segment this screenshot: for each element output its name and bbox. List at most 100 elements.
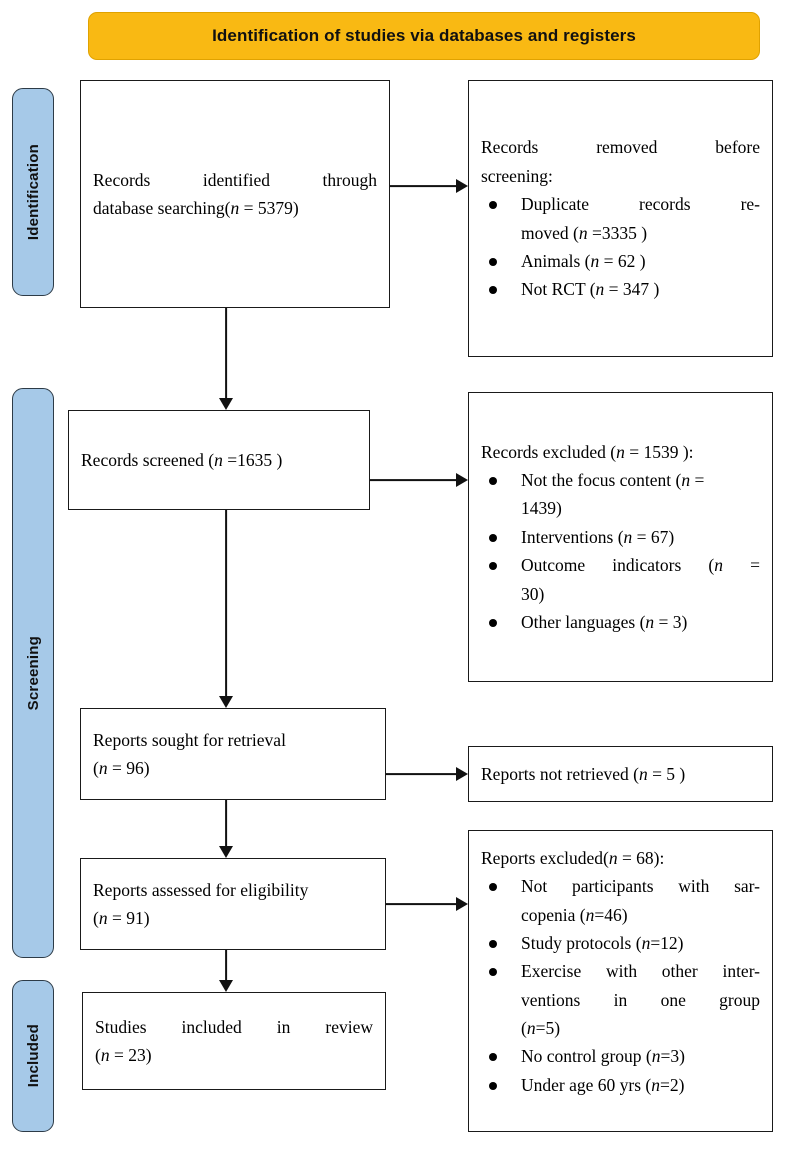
arrow-shaft: [386, 903, 456, 905]
n-symbol: n: [616, 441, 625, 462]
n-symbol: n: [590, 250, 600, 271]
not-rct-text: Not RCT (: [521, 279, 596, 300]
not-rct-count: = 347 ): [604, 279, 660, 300]
box-reports-sought-for-retrieval: Reports sought for retrieval (n = 96): [80, 708, 386, 800]
reports-assessed-line-1: Reports assessed for eligibility: [93, 879, 309, 900]
arrow-sought-to-assessed: [218, 800, 234, 858]
records-excluded-text: Records excluded (: [481, 441, 617, 462]
n-symbol: n: [230, 198, 240, 218]
arrow-shaft: [225, 308, 227, 398]
reports-sought-line-2: (n = 96): [93, 754, 373, 782]
records-removed-list: Duplicate records re- moved (n =3335 ) A…: [481, 190, 760, 303]
stage-label-screening: Screening: [24, 635, 42, 711]
box-records-excluded: Records excluded (n = 1539 ): Not the fo…: [468, 392, 773, 682]
reports-not-retrieved-line-1: Reports not retrieved (n = 5 ): [481, 760, 760, 788]
arrow-assessed-to-excluded: [386, 896, 468, 912]
not-focus-content-text: Not the focus content (: [521, 470, 682, 491]
not-participants-count: =46): [594, 904, 628, 925]
outcome-indicators-op: =: [723, 555, 760, 576]
box-records-removed: Records removed before screening: Duplic…: [468, 80, 773, 357]
n-symbol: n: [623, 526, 633, 547]
arrow-head-icon: [219, 980, 233, 992]
reports-sought-paren: (: [93, 758, 99, 778]
studies-included-paren: (: [95, 1045, 101, 1065]
n-symbol: n: [595, 279, 605, 300]
reports-excluded-text: Reports excluded(: [481, 848, 609, 868]
exercise-other-text: Exercise with other inter-: [521, 961, 760, 982]
records-removed-line-2: screening:: [481, 165, 553, 186]
arrow-head-icon: [456, 767, 468, 781]
not-focus-content-op: =: [690, 470, 705, 491]
arrow-head-icon: [219, 398, 233, 410]
list-item: Not RCT (n = 347 ): [481, 275, 760, 303]
n-symbol: n: [714, 555, 723, 576]
animals-count: = 62 ): [599, 250, 646, 271]
arrow-shaft: [225, 800, 227, 846]
interventions-count: = 67): [632, 526, 675, 547]
header-banner: Identification of studies via databases …: [88, 12, 760, 60]
other-languages-count: = 3): [654, 611, 688, 632]
list-item: No control group (n=3): [481, 1042, 760, 1070]
outcome-indicators-text: Outcome indicators (: [521, 555, 715, 576]
n-symbol: n: [526, 1018, 536, 1039]
n-symbol: n: [608, 848, 618, 868]
n-symbol: n: [214, 449, 223, 470]
n-symbol: n: [638, 763, 648, 784]
records-screened-line-1: Records screened (n =1635 ): [81, 446, 357, 474]
interventions-text: Interventions (: [521, 526, 624, 547]
stage-label-included: Included: [24, 1024, 42, 1088]
stage-tab-included: Included: [12, 980, 54, 1132]
list-item: Under age 60 yrs (n=2): [481, 1071, 760, 1099]
page-title: Identification of studies via databases …: [212, 26, 636, 45]
list-item: Interventions (n = 67): [481, 523, 760, 551]
list-item: Not the focus content (n = 1439): [481, 466, 760, 523]
records-removed-line-1: Records removed before: [481, 137, 760, 158]
records-screened-count: =1635 ): [222, 449, 283, 470]
list-item: Outcome indicators (n = 30): [481, 551, 760, 608]
no-control-group-count: =3): [660, 1046, 685, 1067]
other-languages-text: Other languages (: [521, 611, 646, 632]
n-symbol: n: [645, 611, 655, 632]
duplicate-records-text-2: moved (: [521, 222, 579, 243]
n-symbol: n: [641, 933, 651, 954]
exercise-other-count: =5): [535, 1018, 561, 1039]
records-identified-text: database searching(: [93, 198, 231, 218]
arrow-head-icon: [219, 846, 233, 858]
duplicate-records-text: Duplicate records re-: [521, 194, 760, 215]
arrow-head-icon: [456, 179, 468, 193]
not-participants-text: Not participants with sar-: [521, 876, 760, 897]
arrow-sought-to-not-retrieved: [386, 766, 468, 782]
list-item: Exercise with other inter- ventions in o…: [481, 957, 760, 1042]
list-item: Duplicate records re- moved (n =3335 ): [481, 190, 760, 247]
records-excluded-line-1: Records excluded (n = 1539 ):: [481, 438, 760, 466]
records-identified-line-2: database searching(n = 5379): [93, 194, 377, 222]
arrow-identified-to-removed: [390, 178, 468, 194]
reports-not-retrieved-text: Reports not retrieved (: [481, 763, 639, 784]
records-excluded-count: = 1539 ):: [624, 441, 694, 462]
exercise-other-paren: (: [521, 1018, 527, 1039]
arrow-shaft: [386, 773, 456, 775]
records-identified-line-1: Records identified through: [93, 169, 377, 190]
box-reports-excluded: Reports excluded(n = 68): Not participan…: [468, 830, 773, 1132]
arrow-shaft: [225, 510, 227, 696]
arrow-head-icon: [219, 696, 233, 708]
reports-excluded-line-1: Reports excluded(n = 68):: [481, 844, 760, 872]
arrow-shaft: [225, 950, 227, 980]
n-symbol: n: [578, 222, 588, 243]
under-age-text: Under age 60 yrs (: [521, 1074, 652, 1095]
n-symbol: n: [585, 904, 595, 925]
outcome-indicators-row: Outcome indicators (n =: [521, 551, 760, 579]
n-symbol: n: [651, 1046, 661, 1067]
arrow-identified-to-screened: [218, 308, 234, 410]
stage-tab-identification: Identification: [12, 88, 54, 296]
records-excluded-list: Not the focus content (n = 1439) Interve…: [481, 466, 760, 636]
under-age-count: =2): [659, 1074, 685, 1095]
study-protocols-text: Study protocols (: [521, 933, 642, 954]
n-symbol: n: [681, 470, 691, 491]
n-symbol: n: [98, 758, 108, 778]
reports-assessed-paren: (: [93, 908, 99, 928]
list-item: Animals (n = 62 ): [481, 247, 760, 275]
list-item: Study protocols (n=12): [481, 929, 760, 957]
n-symbol: n: [651, 1074, 660, 1095]
reports-sought-line-1: Reports sought for retrieval: [93, 729, 286, 750]
